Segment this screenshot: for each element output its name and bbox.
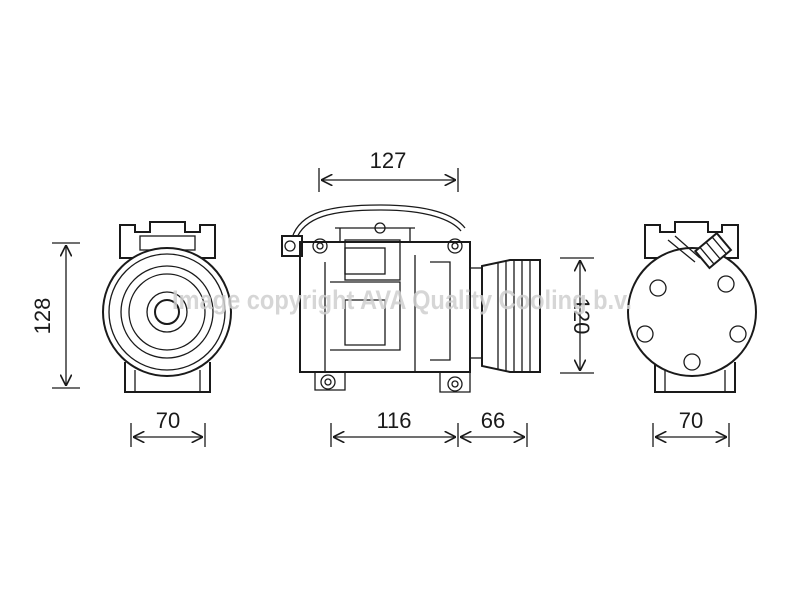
front-view (102, 221, 232, 393)
front-width-label: 70 (156, 408, 180, 433)
body-length-label: 116 (376, 408, 411, 433)
pulley-length-dimension: 66 (460, 408, 528, 447)
rear-view (627, 221, 757, 393)
side-length-dimension: 127 (318, 148, 459, 192)
rear-width-dimension: 70 (652, 408, 730, 447)
body-length-dimension: 116 (330, 408, 459, 447)
side-length-label: 127 (370, 148, 407, 173)
pulley-height-label: 120 (569, 298, 594, 335)
front-height-dimension: 128 (30, 242, 80, 389)
front-width-dimension: 70 (130, 408, 206, 447)
pulley-height-dimension: 120 (560, 257, 594, 374)
side-view (281, 204, 541, 393)
copyright-watermark: Image copyright AVA Quality Cooling b.v. (172, 285, 632, 315)
front-height-label: 128 (30, 298, 55, 335)
rear-width-label: 70 (679, 408, 703, 433)
pulley-length-label: 66 (481, 408, 505, 433)
